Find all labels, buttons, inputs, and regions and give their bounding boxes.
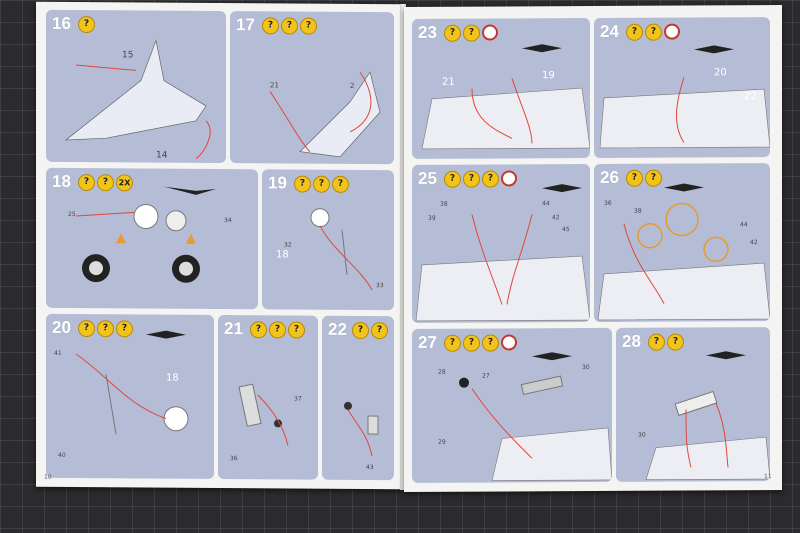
part-number: 44 (542, 200, 550, 208)
gear-bay-drawing (421, 44, 590, 150)
part-number: 38 (440, 200, 448, 208)
step-20-panel: 20 ? ? ? 41 18 40 (46, 313, 214, 479)
part-number: 43 (366, 464, 374, 472)
step-25-panel: 25 ? ? ? 38 39 44 42 45 (412, 164, 590, 323)
step-23-panel: 23 ? ? 21 19 (412, 18, 590, 159)
part-number: 36 (604, 199, 612, 207)
step-18-panel: 18 ? ? 2X 25 34 (46, 167, 258, 310)
landing-gear-drawing (310, 208, 373, 291)
step-17-panel: 17 ? ? ? 21 2 (230, 11, 394, 165)
part-number: 36 (230, 455, 238, 463)
part-number: 30 (638, 431, 646, 439)
right-page: 23 ? ? 21 19 24 ? ? 20 22 25 (404, 5, 782, 492)
nose-gear-bay-drawing (459, 352, 612, 481)
jet-assembly-drawing (64, 39, 211, 160)
part-number: 42 (552, 214, 560, 222)
wheel-assembly-drawing (75, 186, 216, 283)
part-number: 27 (482, 372, 490, 380)
left-page: 16 ? 15 14 17 ? ? ? 21 2 18 ? ? (36, 1, 402, 490)
part-number: 21 (442, 76, 455, 88)
main-gear-drawing (75, 330, 189, 435)
step-28-panel: 28 ? ? 30 (616, 327, 770, 482)
part-number: 37 (294, 395, 302, 403)
part-number: 18 (276, 249, 289, 261)
step-19-panel: 19 ? ? ? 18 32 33 (262, 169, 394, 311)
page-number: 11 (764, 473, 772, 481)
part-number: 21 (270, 81, 279, 90)
part-number: 34 (224, 217, 232, 225)
step-26-panel: 26 ? ? 36 38 44 42 (594, 163, 770, 322)
step-21-panel: 21 ? ? ? 37 36 (218, 314, 318, 480)
part-number: 39 (428, 214, 436, 222)
gear-door-drawing (238, 383, 289, 446)
part-number: 25 (68, 210, 76, 218)
nose-gear-door-drawing (645, 351, 770, 481)
part-number: 33 (376, 282, 384, 290)
gear-part-drawing (344, 401, 379, 457)
part-number: 22 (744, 91, 757, 103)
part-number: 2 (350, 81, 355, 90)
step-27-panel: 27 ? ? ? 28 27 29 30 (412, 327, 612, 483)
part-number: 40 (58, 451, 66, 459)
part-number: 42 (750, 239, 758, 247)
part-number: 20 (714, 67, 727, 79)
step-22-panel: 22 ? ? 43 (322, 315, 394, 481)
page-number: 10 (44, 473, 52, 481)
part-number: 28 (438, 368, 446, 376)
part-number: 15 (122, 50, 134, 61)
booklet-spine (400, 4, 406, 490)
part-number: 38 (634, 207, 642, 215)
detail-callout-drawing (597, 183, 770, 321)
part-number: 19 (542, 70, 555, 82)
part-number: 29 (438, 438, 446, 446)
part-number: 32 (284, 241, 292, 249)
part-number: 44 (740, 221, 748, 229)
step-24-panel: 24 ? ? 20 22 (594, 17, 770, 158)
gear-door-install-drawing (415, 184, 590, 322)
step-16-panel: 16 ? 15 14 (46, 9, 226, 164)
jet-nose-drawing (269, 71, 381, 158)
part-number: 45 (562, 226, 570, 234)
part-number: 14 (156, 150, 168, 161)
part-number: 18 (166, 372, 179, 384)
part-number: 30 (582, 364, 590, 372)
part-number: 41 (54, 349, 62, 357)
gear-bay-drawing (599, 45, 770, 149)
